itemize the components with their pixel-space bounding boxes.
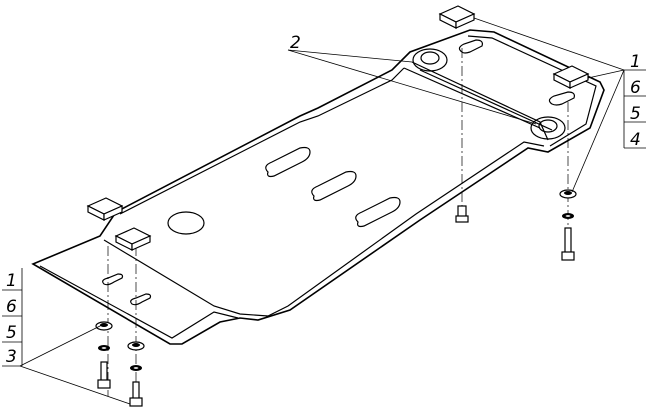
left-fastener-b <box>127 341 145 407</box>
round-hole <box>167 211 205 235</box>
underside-stud <box>455 205 469 223</box>
clip-nut-right <box>552 65 590 89</box>
clip-nut-left-b <box>114 227 152 251</box>
center-lines <box>107 48 569 404</box>
callout-right-4: 4 <box>630 130 641 150</box>
callout-left-3: 5 <box>6 323 17 343</box>
skid-plate <box>31 29 605 345</box>
left-fastener-a <box>95 321 113 389</box>
leader-lines <box>2 17 646 405</box>
callout-right-3: 5 <box>630 104 641 124</box>
callout-bolt: 2 <box>290 33 301 53</box>
callout-right-1: 1 <box>630 52 641 72</box>
callout-right-2: 6 <box>630 78 641 98</box>
bolt-bosses <box>412 48 566 140</box>
plate-slots <box>102 39 575 306</box>
callout-left-4: 3 <box>6 347 17 367</box>
clip-nut-left-a <box>86 197 124 221</box>
callout-left-1: 1 <box>6 271 17 291</box>
right-callout-table: 1 6 5 4 <box>623 52 646 150</box>
clip-nut-top <box>438 5 476 29</box>
left-callout-table: 1 6 5 3 <box>2 268 23 367</box>
callout-left-2: 6 <box>6 297 17 317</box>
